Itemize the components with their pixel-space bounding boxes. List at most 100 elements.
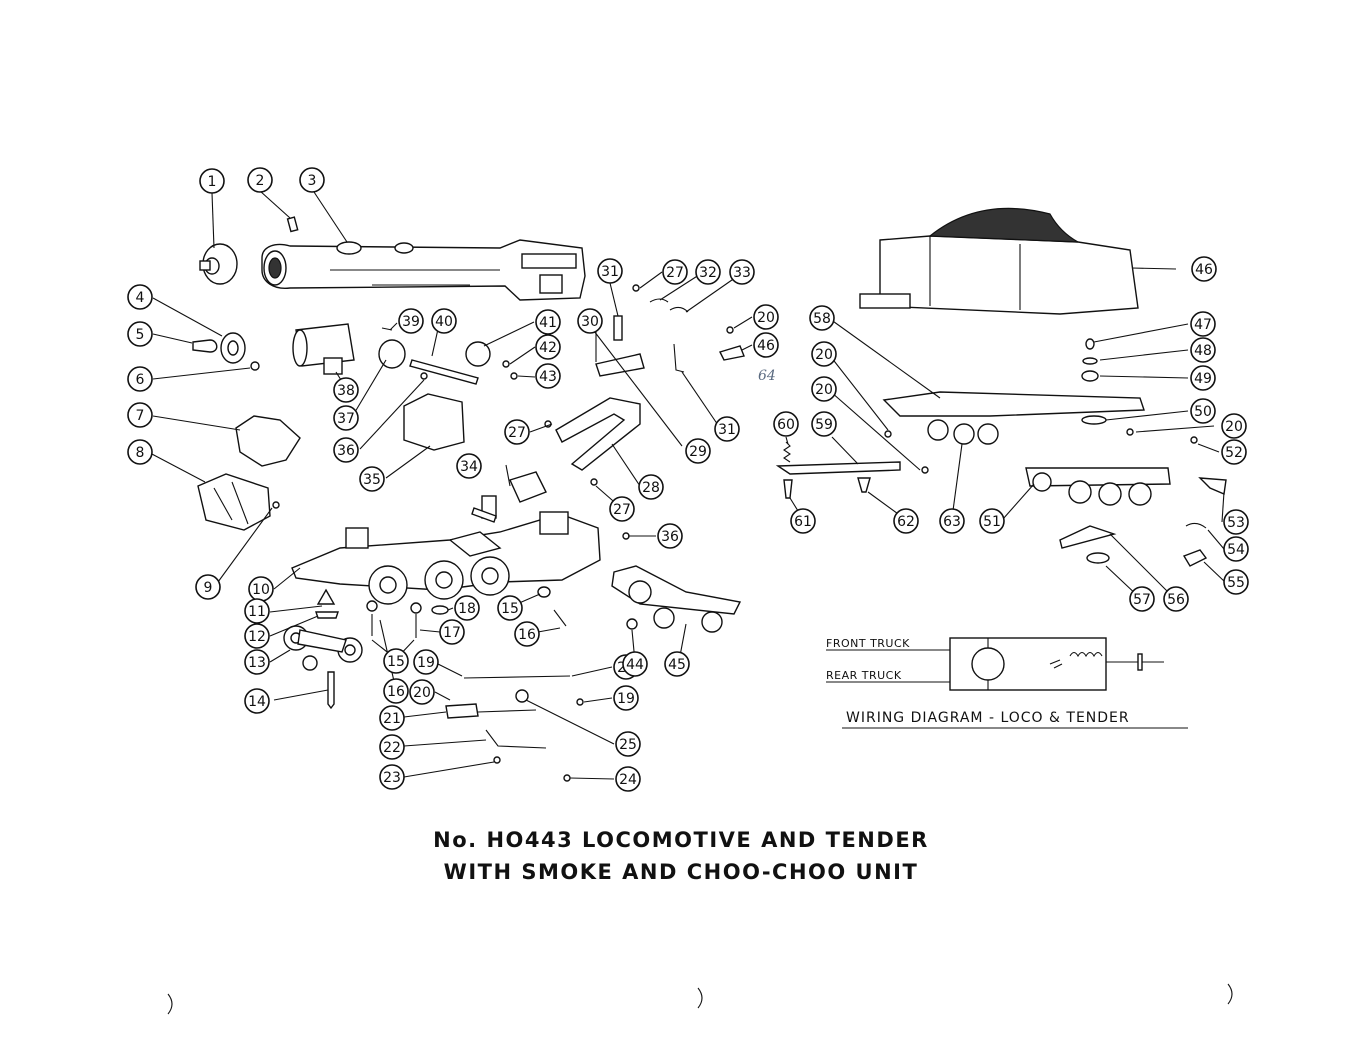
- svg-text:14: 14: [248, 694, 266, 710]
- tender-parts: [775, 207, 1227, 567]
- part-screw-20: [726, 326, 734, 334]
- callout-59: 59: [811, 411, 837, 437]
- svg-text:29: 29: [689, 444, 707, 460]
- callout-16: 16: [514, 621, 540, 647]
- callout-35: 35: [359, 466, 385, 492]
- part-washer-18: [431, 605, 449, 615]
- callout-57: 57: [1129, 586, 1155, 612]
- part-bulb: [192, 339, 218, 353]
- svg-text:5: 5: [136, 327, 145, 343]
- svg-text:32: 32: [699, 265, 717, 281]
- svg-text:46: 46: [1195, 262, 1213, 278]
- part-plate-56: [1059, 525, 1117, 549]
- part-link-40: [409, 359, 479, 385]
- svg-text:2: 2: [256, 173, 265, 189]
- callout-47: 47: [1190, 311, 1216, 337]
- part-motor-34: [471, 471, 547, 523]
- callout-28: 28: [638, 474, 664, 500]
- part-spring-60: [783, 441, 791, 463]
- svg-text:19: 19: [617, 691, 635, 707]
- svg-text:4: 4: [136, 290, 145, 306]
- svg-text:15: 15: [387, 654, 405, 670]
- callout-12: 12: [244, 623, 270, 649]
- part-screw-24: [563, 774, 571, 782]
- callout-25: 25: [615, 731, 641, 757]
- callout-4: 4: [127, 284, 153, 310]
- part-screw-16: [553, 609, 567, 627]
- svg-text:48: 48: [1194, 343, 1212, 359]
- svg-text:28: 28: [642, 480, 660, 496]
- callout-6: 6: [127, 366, 153, 392]
- callout-14: 14: [244, 688, 270, 714]
- svg-text:27: 27: [613, 502, 631, 518]
- callout-42: 42: [535, 334, 561, 360]
- callout-20: 20: [811, 341, 837, 367]
- svg-text:50: 50: [1194, 404, 1212, 420]
- callout-31: 31: [714, 416, 740, 442]
- callout-53: 53: [1223, 509, 1249, 535]
- callout-49: 49: [1190, 365, 1216, 391]
- svg-text:36: 36: [337, 443, 355, 459]
- callout-31: 31: [597, 258, 623, 284]
- part-screw-36: [420, 372, 428, 380]
- part-tender-frame-58: [882, 391, 1145, 445]
- front-truck-label: FRONT TRUCK: [826, 637, 910, 650]
- part-spring-33: [669, 306, 689, 313]
- callout-22: 22: [379, 734, 405, 760]
- part-driving-wheels: [368, 556, 510, 605]
- svg-text:61: 61: [794, 514, 812, 530]
- callout-51: 51: [979, 508, 1005, 534]
- svg-text:16: 16: [518, 627, 536, 643]
- svg-text:41: 41: [539, 315, 557, 331]
- svg-text:27: 27: [508, 425, 526, 441]
- svg-text:1: 1: [208, 174, 217, 190]
- diagram-title-line-2: WITH SMOKE AND CHOO-CHOO UNIT: [443, 860, 919, 884]
- svg-text:34: 34: [460, 459, 478, 475]
- callout-55: 55: [1223, 569, 1249, 595]
- callout-15: 15: [383, 648, 409, 674]
- part-boiler-shell: [261, 239, 586, 301]
- callout-20: 20: [753, 304, 779, 330]
- part-screw-20: [884, 430, 892, 438]
- svg-text:31: 31: [718, 422, 736, 438]
- callout-45: 45: [664, 651, 690, 677]
- part-screw-20: [921, 466, 929, 474]
- binder-mark-left: [167, 993, 173, 1015]
- callout-34: 34: [456, 453, 482, 479]
- handwritten-note: 64: [758, 368, 776, 384]
- part-ring-4: [220, 332, 246, 364]
- svg-text:16: 16: [387, 684, 405, 700]
- part-frame-28: [555, 397, 641, 471]
- part-bracket-8: [197, 473, 271, 531]
- callout-63: 63: [939, 508, 965, 534]
- callout-27: 27: [504, 419, 530, 445]
- callout-52: 52: [1221, 439, 1247, 465]
- callout-19: 19: [613, 685, 639, 711]
- svg-text:30: 30: [581, 314, 599, 330]
- part-pin-14: [327, 671, 335, 710]
- svg-text:63: 63: [943, 514, 961, 530]
- callout-18: 18: [454, 595, 480, 621]
- coil-symbol: [1069, 651, 1103, 658]
- callout-24: 24: [615, 766, 641, 792]
- callout-50: 50: [1190, 398, 1216, 424]
- callout-46: 46: [1191, 256, 1217, 282]
- callout-1: 1: [199, 168, 225, 194]
- svg-text:35: 35: [363, 472, 381, 488]
- part-chassis-frame: [291, 511, 601, 591]
- callout-8: 8: [127, 439, 153, 465]
- callout-38: 38: [333, 377, 359, 403]
- part-truck-51: [1025, 467, 1171, 506]
- callout-40: 40: [431, 308, 457, 334]
- svg-text:8: 8: [136, 445, 145, 461]
- part-washer: [410, 602, 422, 614]
- svg-text:13: 13: [248, 655, 266, 671]
- svg-text:51: 51: [983, 514, 1001, 530]
- callout-56: 56: [1163, 586, 1189, 612]
- svg-text:15: 15: [501, 601, 519, 617]
- svg-text:60: 60: [777, 417, 795, 433]
- callout-9: 9: [195, 574, 221, 600]
- svg-text:38: 38: [337, 383, 355, 399]
- callout-37: 37: [333, 405, 359, 431]
